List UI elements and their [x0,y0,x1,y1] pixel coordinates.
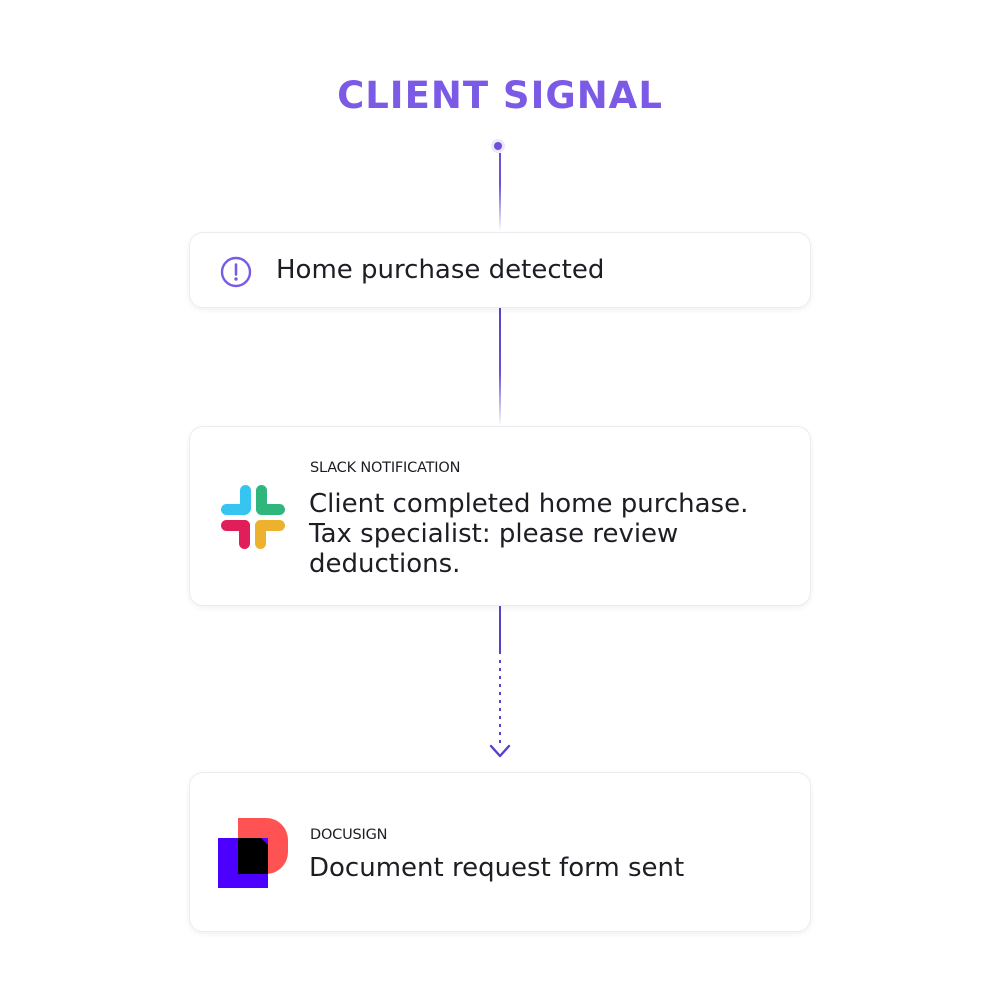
dotted-connector [499,660,501,744]
start-node [494,142,502,150]
docusign-logo-icon [218,818,288,888]
signal-text: Home purchase detected [276,255,605,285]
diagram-title: CLIENT SIGNAL [337,74,663,117]
connector-line [499,153,501,231]
slack-logo-icon [221,485,285,549]
slack-notification-card: SLACK NOTIFICATION Client completed home… [189,426,811,606]
slack-label: SLACK NOTIFICATION [310,460,461,476]
docusign-label: DOCUSIGN [310,827,388,843]
slack-message: Client completed home purchase. Tax spec… [309,489,749,579]
signal-card: Home purchase detected [189,232,811,308]
connector-line [499,308,501,426]
connector-line [499,606,501,654]
arrow-down-icon [489,744,511,758]
docusign-card: DOCUSIGN Document request form sent [189,772,811,932]
docusign-message: Document request form sent [309,853,685,883]
alert-circle-icon [220,256,252,288]
